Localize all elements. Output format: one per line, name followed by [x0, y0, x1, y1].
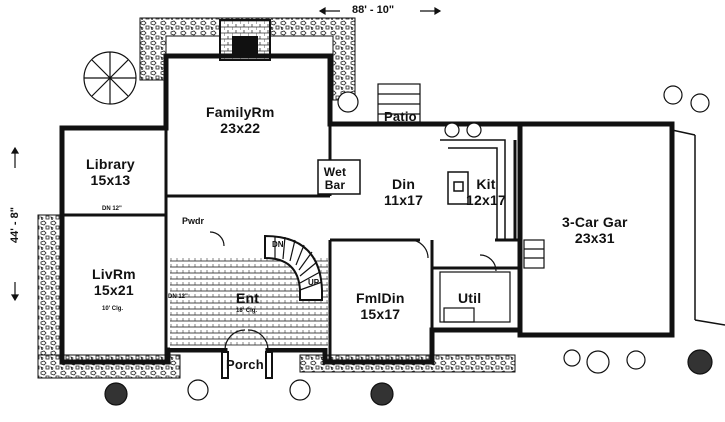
shrub-icon	[104, 382, 128, 406]
overall-depth-label: 44' - 8"	[9, 207, 21, 243]
room-size: 23x22	[220, 120, 261, 137]
porch-label: Porch	[226, 357, 264, 372]
stair-down-label: DN	[272, 240, 284, 249]
shrub-icon	[626, 350, 646, 370]
shrub-icon	[370, 382, 394, 406]
entry-ceiling-note: 18' Clg.	[236, 308, 258, 314]
room-name: 3-Car Gar	[562, 214, 628, 230]
living-opening-note: DN 12"	[168, 294, 188, 300]
kitchen-counters	[317, 139, 506, 240]
shrub-icon	[466, 122, 482, 138]
room-size: 11x17	[384, 192, 424, 209]
room-name: FmlDin	[356, 290, 405, 306]
driveway	[671, 129, 725, 326]
shrub-icon	[690, 93, 710, 113]
shrub-icon	[289, 379, 311, 401]
shrub-icon	[563, 349, 581, 367]
interior-walls	[62, 124, 520, 362]
room-garage: 3-Car Gar 23x31	[562, 214, 628, 246]
room-kitchen: Kit 12x17	[466, 176, 506, 208]
room-size: 12x17	[466, 192, 506, 209]
room-formal-dining: FmlDin 15x17	[356, 290, 405, 322]
dimension-lines	[10, 6, 442, 302]
room-name: Library	[86, 156, 135, 172]
doors	[209, 231, 497, 351]
room-wet-bar: Wet Bar	[323, 165, 347, 193]
fireplace	[219, 19, 271, 61]
shrub-icon	[687, 349, 713, 375]
room-living: LivRm 15x21	[92, 266, 136, 298]
exterior-walls	[59, 53, 675, 365]
shrub-icon	[586, 350, 610, 374]
room-name: Din	[392, 176, 416, 192]
overall-width-label: 88' - 10"	[352, 4, 395, 16]
patio-label: Patio	[384, 109, 417, 124]
room-powder: Pwdr	[182, 216, 205, 226]
room-utility: Util	[458, 290, 482, 306]
shrub-icon	[187, 379, 209, 401]
landscaping-plants	[83, 51, 713, 406]
room-name: Kit	[476, 176, 496, 192]
porch-columns	[221, 351, 273, 379]
living-ceiling-note: 10' Clg.	[102, 306, 124, 312]
room-name: FamilyRm	[206, 104, 275, 120]
room-size: 15x17	[360, 306, 401, 323]
tree-icon	[83, 51, 137, 105]
room-dining: Din 11x17	[384, 176, 423, 208]
staircase	[264, 234, 323, 301]
stair-up-label: UP	[308, 278, 320, 287]
shrub-icon	[337, 91, 359, 113]
patio-steps	[377, 83, 421, 123]
room-size: 15x21	[93, 282, 134, 299]
room-family: FamilyRm 23x22	[206, 104, 275, 136]
room-size: 15x13	[90, 172, 131, 189]
shrub-icon	[444, 122, 460, 138]
room-name: LivRm	[92, 266, 136, 282]
shrub-icon	[663, 85, 683, 105]
utility-fixtures	[439, 271, 511, 323]
room-library: Library 15x13	[86, 156, 135, 188]
garage-steps	[523, 239, 545, 269]
room-size: 23x31	[574, 230, 615, 247]
room-entry: Ent	[236, 290, 260, 306]
library-opening-note: DN 12"	[102, 206, 122, 212]
